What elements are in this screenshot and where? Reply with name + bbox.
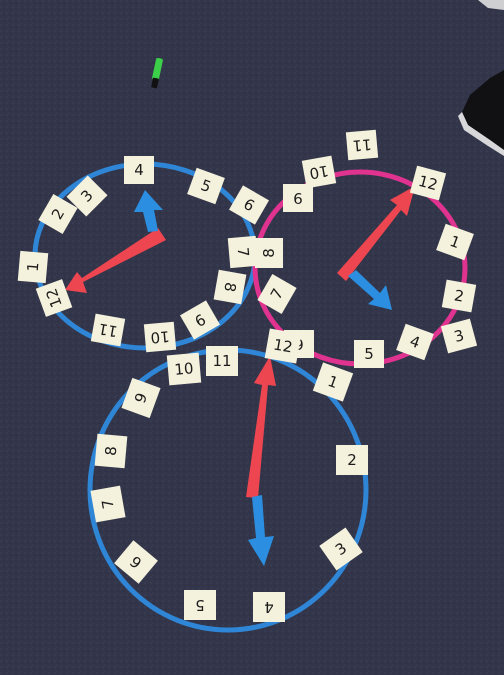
bottom-note: 9 <box>121 377 161 419</box>
left-note: 2 <box>38 194 78 234</box>
left-clock-hands <box>65 190 166 293</box>
right-note: 1 <box>436 223 474 261</box>
note-label: 4 <box>264 598 274 616</box>
left-note: 10 <box>143 321 177 353</box>
left-note: 4 <box>124 156 154 184</box>
bottom-note: 6 <box>114 540 158 584</box>
left-note: 5 <box>187 167 225 205</box>
note-label: 11 <box>212 352 231 370</box>
note-label: 7 <box>234 246 253 257</box>
note-label: 12 <box>416 172 439 194</box>
bottom-note: 12 <box>264 328 302 364</box>
note-label: 8 <box>220 281 239 294</box>
right-note: 2 <box>441 279 477 313</box>
bottom-note: 4 <box>253 592 285 622</box>
right-note: 10 <box>301 155 337 189</box>
right-note: 7 <box>257 274 297 314</box>
note-label: 11 <box>97 319 119 340</box>
note-label: 12 <box>272 335 294 356</box>
left-clock-notes: 4 5 6 7 8 9 10 11 <box>17 156 269 353</box>
right-note: 3 <box>440 318 478 354</box>
bottom-note: 5 <box>184 590 216 620</box>
left-note: 11 <box>90 313 126 347</box>
left-hour-hand <box>134 190 163 232</box>
left-note: 12 <box>35 279 73 317</box>
note-label: 3 <box>452 326 466 346</box>
note-label: 8 <box>260 248 278 258</box>
note-label: 1 <box>24 261 43 272</box>
right-note: 5 <box>354 340 384 368</box>
bottom-note: 8 <box>94 433 128 469</box>
left-note: 6 <box>229 185 269 225</box>
shoe <box>458 0 504 156</box>
bottom-clock-hands <box>246 356 276 566</box>
right-note: 8 <box>255 238 283 268</box>
note-label: 2 <box>347 451 357 469</box>
bottom-note: 10 <box>166 352 202 386</box>
note-label: 4 <box>134 161 144 179</box>
bottom-minute-hand <box>246 356 276 498</box>
right-clock-hands <box>337 186 415 310</box>
note-label: 10 <box>174 359 195 379</box>
bottom-hour-hand <box>248 495 274 566</box>
right-note: 4 <box>396 323 434 361</box>
bottom-clock-notes: 12 1 2 3 4 5 6 7 <box>90 328 368 622</box>
bottom-note: 1 <box>312 362 354 402</box>
note-label: 5 <box>364 345 374 363</box>
note-label: 7 <box>98 498 117 511</box>
note-label: 12 <box>42 286 65 310</box>
bottom-note: 11 <box>206 346 238 376</box>
bottom-note: 7 <box>90 485 126 523</box>
note-label: 11 <box>352 135 373 155</box>
note-label: 8 <box>102 445 121 456</box>
right-clock-notes: 12 1 2 3 4 5 6 7 <box>255 129 478 368</box>
right-note: 11 <box>345 129 379 161</box>
note-label: 2 <box>453 286 466 305</box>
note-label: 5 <box>195 596 205 614</box>
note-label: 9 <box>293 189 303 207</box>
right-minute-hand <box>337 186 415 281</box>
right-note: 9 <box>283 184 313 212</box>
right-hour-hand <box>348 270 392 310</box>
left-note: 9 <box>180 300 220 340</box>
right-note: 12 <box>409 165 447 201</box>
left-note: 1 <box>17 250 49 284</box>
bottom-note: 2 <box>336 445 368 475</box>
left-note: 7 <box>227 235 259 269</box>
left-note: 8 <box>213 269 247 305</box>
marker-cap <box>151 57 163 89</box>
left-minute-hand <box>65 228 166 293</box>
left-note: 3 <box>66 175 108 217</box>
note-label: 10 <box>308 161 330 182</box>
bottom-note: 3 <box>319 527 363 571</box>
note-label: 10 <box>150 327 171 347</box>
